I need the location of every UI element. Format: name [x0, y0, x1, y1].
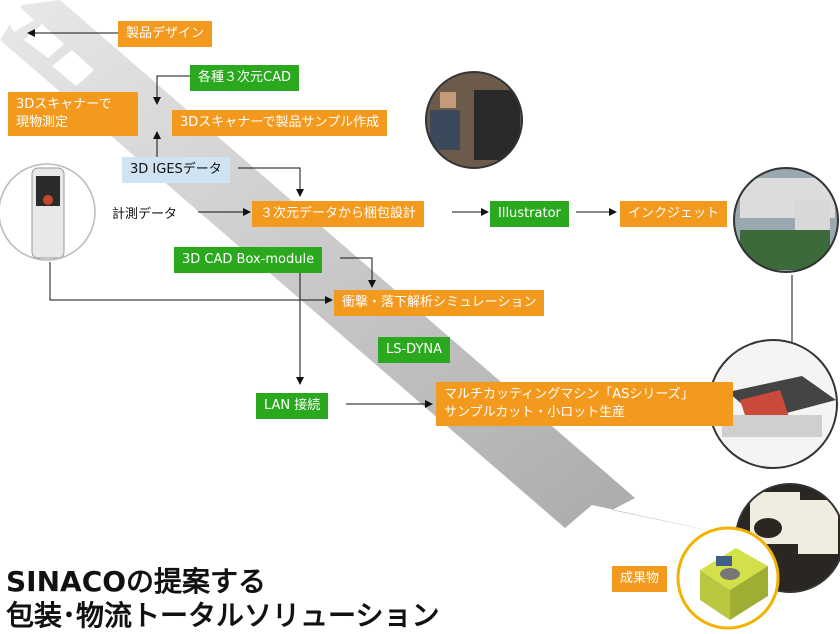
node-illustrator: Illustrator: [490, 201, 569, 227]
product-photo: [678, 528, 778, 628]
node-cutting-machine: マルチカッティングマシン「ASシリーズ」 サンプルカット・小ロット生産: [436, 382, 733, 426]
node-measure-data: 計測データ: [112, 207, 178, 222]
printer-photo-frame: [733, 167, 839, 273]
printer-photo: [734, 168, 838, 272]
page-title-line1: SINACOの提案する: [6, 565, 267, 598]
node-ls-dyna: LS-DYNA: [378, 337, 451, 363]
node-packaging-design: ３次元データから梱包設計: [252, 201, 425, 227]
node-cutting-machine-line2: サンプルカット・小ロット生産: [444, 405, 626, 420]
process-flow-arrow: [0, 0, 730, 535]
node-product-design: 製品デザイン: [118, 21, 213, 47]
node-iges-data: 3D IGESデータ: [122, 157, 230, 183]
node-cutting-machine-line1: マルチカッティングマシン「ASシリーズ」: [444, 387, 694, 402]
node-box-module: 3D CAD Box-module: [174, 247, 323, 273]
node-inkjet: インクジェット: [620, 201, 728, 227]
node-lan: LAN 接続: [256, 393, 329, 419]
scanner-photo: [426, 72, 522, 168]
handheld-scanner-photo: [0, 164, 95, 260]
cutting-machine-photo: [709, 340, 837, 468]
product-photo-frame: [676, 526, 780, 630]
handheld-scanner-photo-frame: [0, 163, 96, 261]
page-title-line2: 包装･物流トータルソリューション: [6, 599, 440, 632]
node-result: 成果物: [612, 566, 668, 592]
node-3d-cad: 各種３次元CAD: [190, 65, 299, 91]
node-simulation: 衝撃・落下解析シミュレーション: [334, 290, 545, 316]
connectors: [27, 29, 796, 408]
scanner-photo-frame: [425, 71, 523, 169]
node-scanner-sample: 3Dスキャナーで製品サンプル作成: [172, 110, 388, 136]
node-scanner-measure: 3Dスキャナーで 現物測定: [8, 92, 138, 136]
